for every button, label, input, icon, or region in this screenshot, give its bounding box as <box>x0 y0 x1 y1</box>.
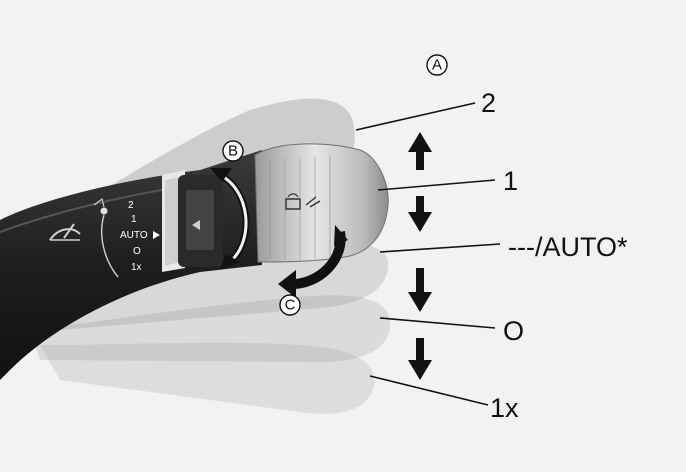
wiper-icon <box>49 223 81 241</box>
thumbwheel-indicator-icon <box>192 220 200 230</box>
ghost-lever-position-auto <box>40 242 389 330</box>
ring-label-list: 2 1 AUTO O 1x <box>120 200 160 273</box>
ghost-lever-position-o <box>30 295 391 362</box>
rotate-knob-icon <box>278 225 348 298</box>
rotate-ring-icon <box>210 168 250 270</box>
position-label-o: O <box>503 316 524 346</box>
position-label-1x: 1x <box>490 393 519 423</box>
arrow-up-icon <box>408 132 432 170</box>
position-label-auto: ---/AUTO* <box>508 232 628 262</box>
marker-a: A <box>426 54 448 76</box>
svg-text:A: A <box>432 57 442 74</box>
ring-label-2: 2 <box>128 200 134 211</box>
position-label-2: 2 <box>481 88 496 118</box>
ring-label-o: O <box>133 246 141 257</box>
marker-c: C <box>279 294 301 316</box>
position-label-list: 2 1 ---/AUTO* O 1x <box>481 88 628 423</box>
washer-icon <box>285 193 321 210</box>
svg-text:C: C <box>285 297 296 314</box>
ring-label-auto: AUTO <box>120 230 148 241</box>
svg-text:B: B <box>228 143 238 160</box>
ring-label-1x: 1x <box>131 262 142 273</box>
auto-pointer-icon <box>153 231 160 239</box>
leader-lines <box>355 102 501 406</box>
ring-label-1: 1 <box>131 214 137 225</box>
position-label-1: 1 <box>503 166 518 196</box>
thumbwheel <box>178 175 223 267</box>
arrow-down-icon <box>408 196 432 380</box>
marker-b: B <box>222 140 244 162</box>
ghost-lever-position-1x <box>40 342 375 414</box>
rain-sensor-icon <box>93 197 119 278</box>
wiper-knob <box>254 143 389 263</box>
